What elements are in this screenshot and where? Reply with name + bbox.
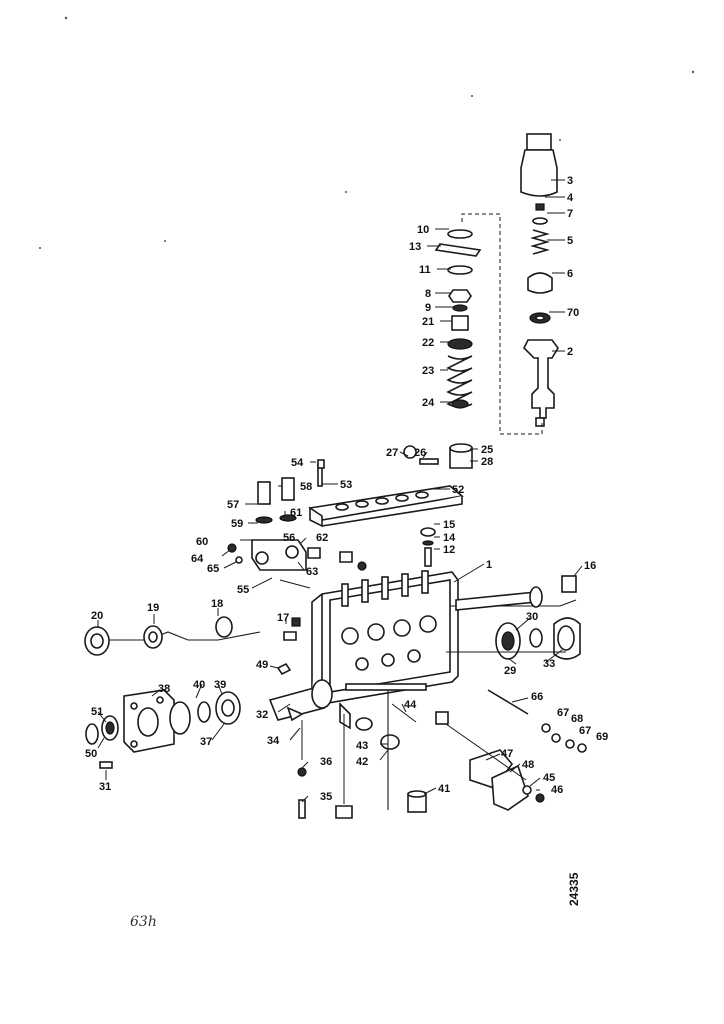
part-label-27: 27	[386, 447, 398, 459]
part-label-48: 48	[522, 759, 534, 771]
part-label-38: 38	[158, 683, 170, 695]
part-label-70: 70	[567, 307, 579, 319]
part-label-29: 29	[504, 665, 516, 677]
camshaft-assembly	[84, 575, 581, 660]
part-label-18: 18	[211, 598, 223, 610]
part-label-60: 60	[196, 536, 208, 548]
cover-plate-assembly	[227, 463, 464, 589]
part-label-6: 6	[567, 268, 573, 280]
part-label-3: 3	[567, 175, 573, 187]
part-label-45: 45	[543, 772, 555, 784]
part-label-2: 2	[567, 346, 573, 358]
part-label-40: 40	[193, 679, 205, 691]
part-label-16: 16	[584, 560, 596, 572]
part-label-19: 19	[147, 602, 159, 614]
part-label-21: 21	[422, 316, 434, 328]
part-label-42: 42	[356, 756, 368, 768]
part-label-66: 66	[531, 691, 543, 703]
part-label-22: 22	[422, 337, 434, 349]
part-label-44: 44	[404, 699, 417, 711]
part-label-57: 57	[227, 499, 239, 511]
bleed-screw-parts	[317, 459, 436, 571]
drawing-number: 24335	[567, 872, 581, 906]
part-label-46: 46	[551, 784, 563, 796]
part-label-56: 56	[283, 532, 295, 544]
delivery-valve-holder	[520, 133, 559, 427]
part-label-28: 28	[481, 456, 493, 468]
part-label-68: 68	[571, 713, 583, 725]
part-label-64: 64	[191, 553, 204, 565]
part-label-61: 61	[290, 507, 302, 519]
part-label-31: 31	[99, 781, 111, 793]
part-label-35: 35	[320, 791, 332, 803]
part-label-47: 47	[501, 748, 513, 760]
part-label-7: 7	[567, 208, 573, 220]
part-label-51: 51	[91, 706, 103, 718]
part-label-9: 9	[425, 302, 431, 314]
part-label-32: 32	[256, 709, 268, 721]
part-label-10: 10	[417, 224, 429, 236]
part-label-25: 25	[481, 444, 493, 456]
part-label-54: 54	[291, 457, 304, 469]
part-label-59: 59	[231, 518, 243, 530]
part-label-67a: 67	[557, 707, 569, 719]
part-label-39: 39	[214, 679, 226, 691]
part-number-labels: 3 4 7 5 6 70 2 10 13 11 8 9 21 22 23 24 …	[85, 175, 608, 803]
drive-end-assembly	[85, 662, 333, 769]
handwritten-note: 63h	[130, 914, 157, 930]
part-label-14: 14	[443, 532, 456, 544]
part-label-63: 63	[306, 566, 318, 578]
part-label-62: 62	[316, 532, 328, 544]
part-label-43: 43	[356, 740, 368, 752]
pump-housing	[283, 570, 459, 730]
leader-lines	[97, 179, 583, 803]
part-label-13: 13	[409, 241, 421, 253]
part-label-36: 36	[320, 756, 332, 768]
part-label-49: 49	[256, 659, 268, 671]
part-label-11: 11	[419, 264, 431, 276]
part-label-4: 4	[567, 192, 574, 204]
scan-specks	[39, 16, 695, 249]
part-label-23: 23	[422, 365, 434, 377]
part-label-26: 26	[414, 447, 426, 459]
part-label-52: 52	[452, 484, 464, 496]
part-label-8: 8	[425, 288, 431, 300]
part-label-65: 65	[207, 563, 219, 575]
part-label-33: 33	[543, 658, 555, 670]
part-label-5: 5	[567, 235, 573, 247]
part-label-50: 50	[85, 748, 97, 760]
part-label-15: 15	[443, 519, 455, 531]
part-label-17: 17	[277, 612, 289, 624]
part-label-41: 41	[438, 783, 450, 795]
part-label-1: 1	[486, 559, 492, 571]
part-label-20: 20	[91, 610, 103, 622]
part-label-37: 37	[200, 736, 212, 748]
part-label-67b: 67	[579, 725, 591, 737]
part-label-58: 58	[300, 481, 312, 493]
part-label-30: 30	[526, 611, 538, 623]
lower-parts	[297, 689, 587, 819]
part-label-34: 34	[267, 735, 280, 747]
plunger-spring-stack	[403, 213, 543, 469]
part-label-69: 69	[596, 731, 608, 743]
part-label-12: 12	[443, 544, 455, 556]
part-label-24: 24	[422, 397, 435, 409]
part-label-53: 53	[340, 479, 352, 491]
part-label-55: 55	[237, 584, 249, 596]
